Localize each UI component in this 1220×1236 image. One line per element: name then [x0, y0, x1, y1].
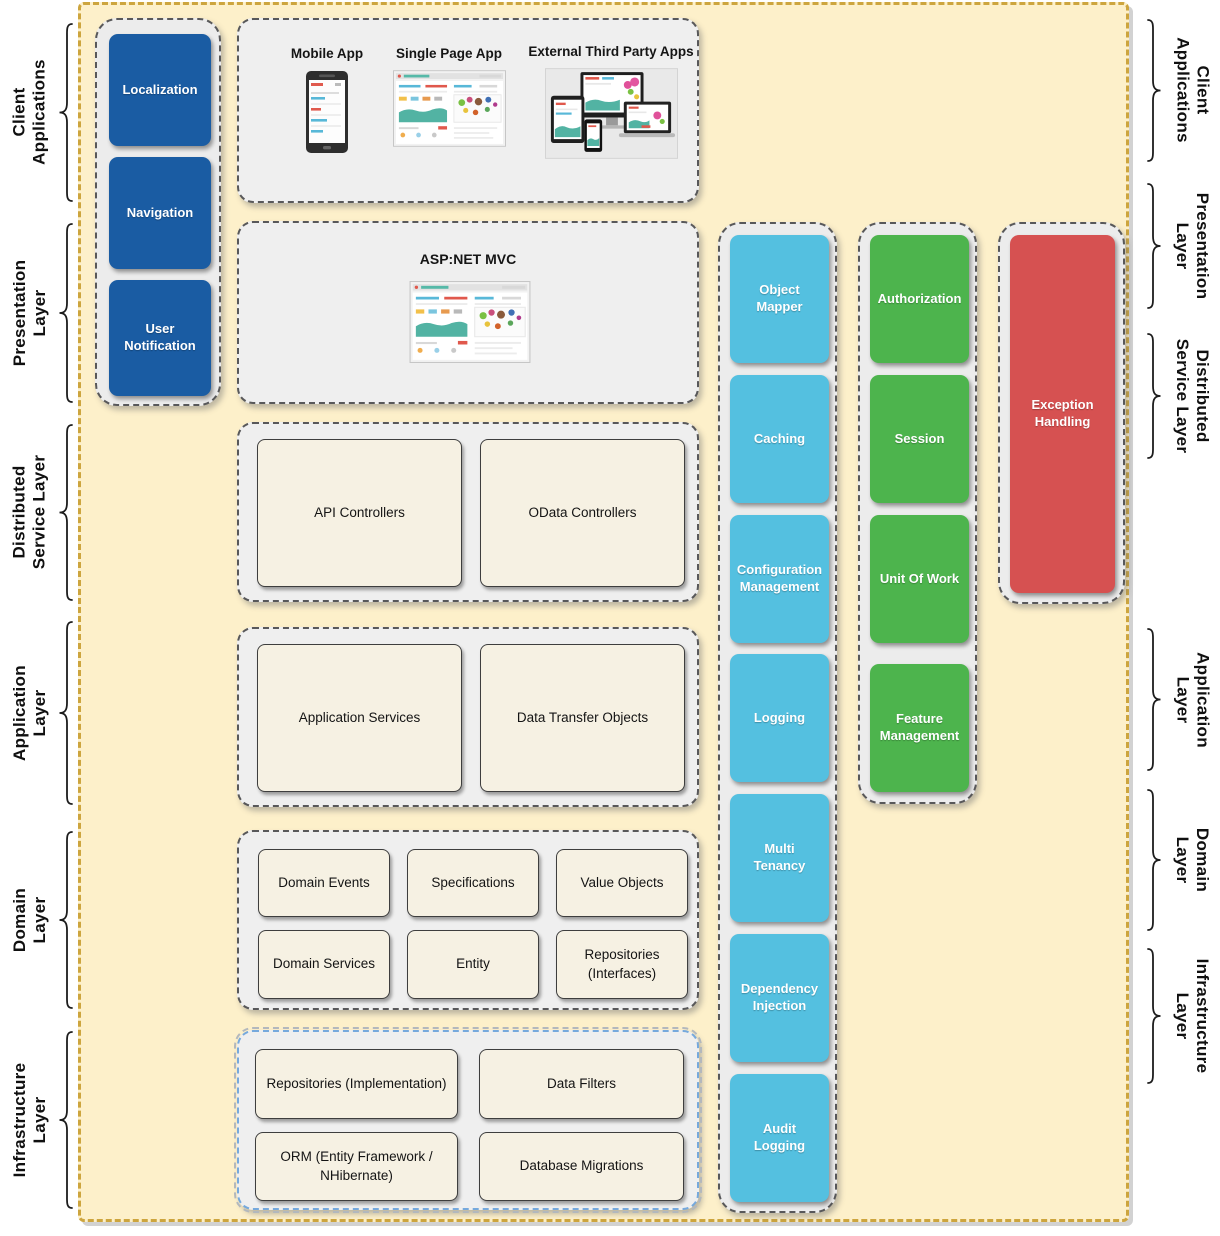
- client-applications-panel: Mobile App Single Page App: [237, 18, 699, 203]
- left-brace-client-applications: [59, 23, 73, 202]
- box-authorization: Authorization: [870, 235, 969, 363]
- box-orm: ORM (Entity Framework / NHibernate): [255, 1132, 458, 1201]
- right-brace-application-layer: [1147, 628, 1161, 771]
- box-api-controllers: API Controllers: [257, 439, 462, 587]
- presentation-panel: ASP:NET MVC: [237, 221, 699, 404]
- right-brace-domain-layer: [1147, 789, 1161, 931]
- left-brace-presentation-layer: [59, 223, 73, 403]
- crosscutting-blue-column: Object Mapper Caching Configuration Mana…: [718, 222, 837, 1213]
- left-brace-application-layer: [59, 621, 73, 805]
- right-brace-presentation-layer: [1147, 183, 1161, 309]
- single-page-app-image: [393, 70, 506, 147]
- box-domain-services: Domain Services: [258, 930, 390, 999]
- box-specifications: Specifications: [407, 849, 539, 917]
- left-brace-infrastructure-layer: [59, 1031, 73, 1209]
- right-brace-client-applications: [1147, 19, 1161, 162]
- box-multi-tenancy: Multi Tenancy: [730, 794, 829, 922]
- aspnet-mvc-title: ASP:NET MVC: [419, 251, 517, 267]
- box-object-mapper: Object Mapper: [730, 235, 829, 363]
- box-application-services: Application Services: [257, 644, 462, 792]
- box-audit-logging: Audit Logging: [730, 1074, 829, 1202]
- distributed-service-panel: API Controllers OData Controllers: [237, 422, 699, 602]
- mobile-app-image: [306, 71, 348, 153]
- box-repositories-interfaces: Repositories (Interfaces): [556, 930, 688, 999]
- box-logging: Logging: [730, 654, 829, 782]
- single-page-app-label: Single Page App: [395, 46, 503, 61]
- single-page-app-figure: Single Page App: [387, 46, 511, 147]
- external-apps-label: External Third Party Apps: [528, 44, 694, 59]
- box-data-filters: Data Filters: [479, 1049, 684, 1119]
- box-repositories-implementation: Repositories (Implementation): [255, 1049, 458, 1119]
- box-session: Session: [870, 375, 969, 503]
- box-localization: Localization: [109, 34, 211, 146]
- box-exception-handling: Exception Handling: [1010, 235, 1115, 593]
- box-unit-of-work: Unit Of Work: [870, 515, 969, 643]
- right-brace-infrastructure-layer: [1147, 948, 1161, 1084]
- left-brace-distributed-service-layer: [59, 424, 73, 601]
- box-odata-controllers: OData Controllers: [480, 439, 685, 587]
- mobile-app-label: Mobile App: [290, 46, 364, 61]
- devices-collage-image: [544, 68, 678, 159]
- box-domain-events: Domain Events: [258, 849, 390, 917]
- mobile-app-figure: Mobile App: [281, 46, 373, 154]
- box-data-transfer-objects: Data Transfer Objects: [480, 644, 685, 792]
- infrastructure-panel: Repositories (Implementation) Data Filte…: [234, 1027, 702, 1213]
- domain-panel: Domain Events Specifications Value Objec…: [237, 830, 699, 1010]
- box-caching: Caching: [730, 375, 829, 503]
- left-widget-column-panel: Localization Navigation User Notificatio…: [95, 18, 221, 406]
- box-feature-management: Feature Management: [870, 664, 969, 792]
- box-value-objects: Value Objects: [556, 849, 688, 917]
- crosscutting-green-column: Authorization Session Unit Of Work Featu…: [858, 222, 977, 804]
- box-database-migrations: Database Migrations: [479, 1132, 684, 1201]
- external-apps-figure: External Third Party Apps: [528, 44, 694, 159]
- box-user-notification: User Notification: [109, 280, 211, 396]
- box-configuration-management: Configuration Management: [730, 515, 829, 643]
- right-brace-distributed-service-layer: [1147, 333, 1161, 459]
- left-brace-domain-layer: [59, 831, 73, 1009]
- application-panel: Application Services Data Transfer Objec…: [237, 627, 699, 807]
- box-navigation: Navigation: [109, 157, 211, 269]
- crosscutting-red-column: Exception Handling: [998, 222, 1125, 604]
- box-dependency-injection: Dependency Injection: [730, 934, 829, 1062]
- box-entity: Entity: [407, 930, 539, 999]
- aspnet-mvc-dashboard-image: [409, 281, 531, 363]
